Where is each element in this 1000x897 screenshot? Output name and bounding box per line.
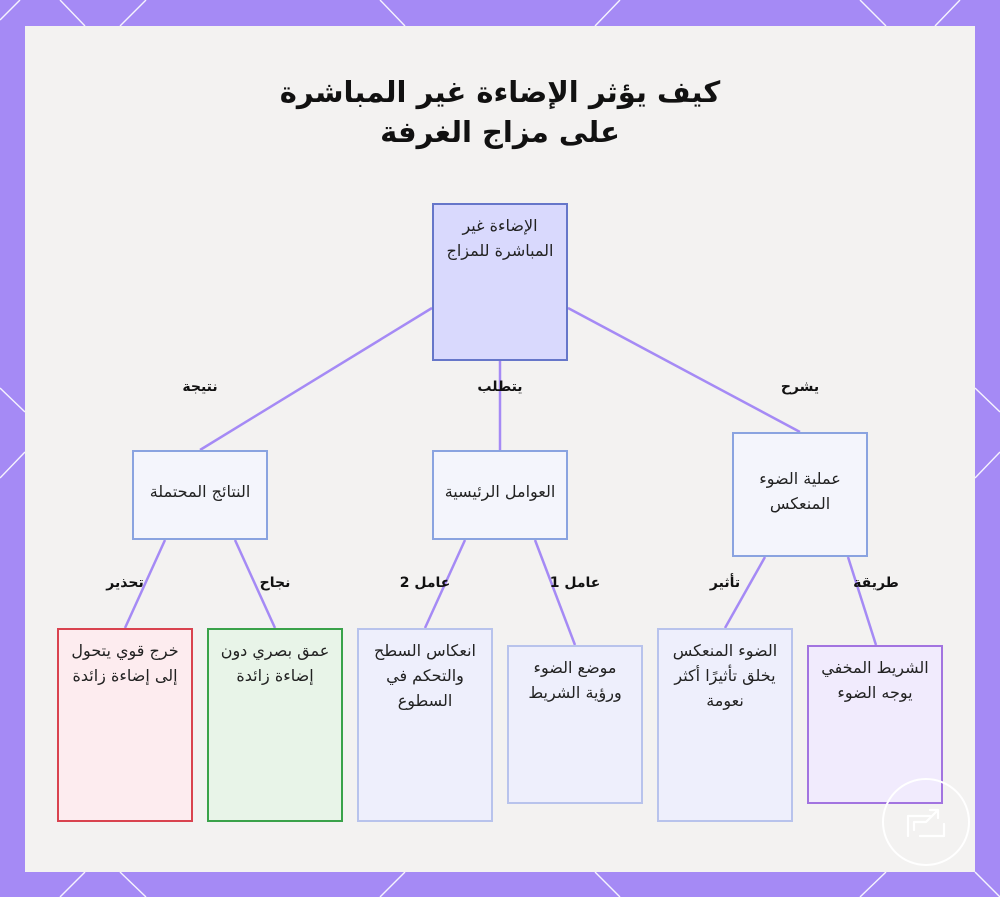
title-line-1: كيف يؤثر الإضاءة غير المباشرة [279, 75, 721, 109]
node-reflected: عملية الضوء المنعكس [732, 432, 868, 557]
edge-reflected-method [846, 556, 878, 646]
node-root: الإضاءة غير المباشرة للمزاج [432, 203, 568, 361]
logo-icon [882, 778, 970, 866]
node-effect-result: الضوء المنعكس يخلق تأثيرًا أكثر نعومة [657, 628, 793, 822]
edge-root-reflected [567, 306, 801, 434]
edge-label-warning: تحذير [106, 575, 144, 591]
node-factor1-result: موضع الضوء ورؤية الشريط [507, 645, 643, 804]
edge-label-effect: تأثير [709, 575, 741, 591]
node-effect-result-label: الضوء المنعكس يخلق تأثيرًا أكثر نعومة [672, 641, 778, 710]
edge-label-result: نتيجة [182, 379, 218, 395]
edge-label-factor1: عامل 1 [549, 575, 601, 591]
node-method-result: الشريط المخفي يوجه الضوء [807, 645, 943, 804]
edge-label-success: نجاح [259, 575, 291, 591]
title-line-2: على مزاج الغرفة [380, 115, 620, 149]
node-warning-result: خرج قوي يتحول إلى إضاءة زائدة [57, 628, 193, 822]
node-outcomes: النتائج المحتملة [132, 450, 268, 540]
edge-root-outcomes [199, 306, 433, 452]
node-success-result-label: عمق بصري دون إضاءة زائدة [220, 641, 330, 685]
edge-outcomes-success [233, 539, 277, 629]
edge-label-explains: يشرح [780, 379, 820, 395]
node-factors-label: العوامل الرئيسية [444, 481, 556, 501]
node-factor2-result: انعكاس السطح والتحكم في السطوع [357, 628, 493, 822]
edge-label-factor2: عامل 2 [399, 575, 451, 591]
node-factor2-result-label: انعكاس السطح والتحكم في السطوع [374, 641, 476, 710]
edge-label-requires: يتطلب [477, 379, 523, 395]
diagram-title: كيف يؤثر الإضاءة غير المباشرة على مزاج ا… [0, 72, 1000, 152]
edge-outcomes-warning [123, 539, 167, 629]
edge-factors-factor2 [423, 539, 467, 629]
node-factor1-result-label: موضع الضوء ورؤية الشريط [528, 658, 622, 702]
edge-label-method: طريقة [853, 575, 899, 591]
node-factors: العوامل الرئيسية [432, 450, 568, 540]
node-warning-result-label: خرج قوي يتحول إلى إضاءة زائدة [71, 641, 179, 685]
node-method-result-label: الشريط المخفي يوجه الضوء [821, 658, 929, 702]
node-success-result: عمق بصري دون إضاءة زائدة [207, 628, 343, 822]
node-reflected-label: عملية الضوء المنعكس [759, 468, 841, 513]
node-root-label: الإضاءة غير المباشرة للمزاج [446, 216, 554, 260]
edge-factors-factor1 [533, 539, 577, 646]
node-outcomes-label: النتائج المحتملة [149, 481, 251, 501]
edge-reflected-effect [723, 556, 767, 629]
